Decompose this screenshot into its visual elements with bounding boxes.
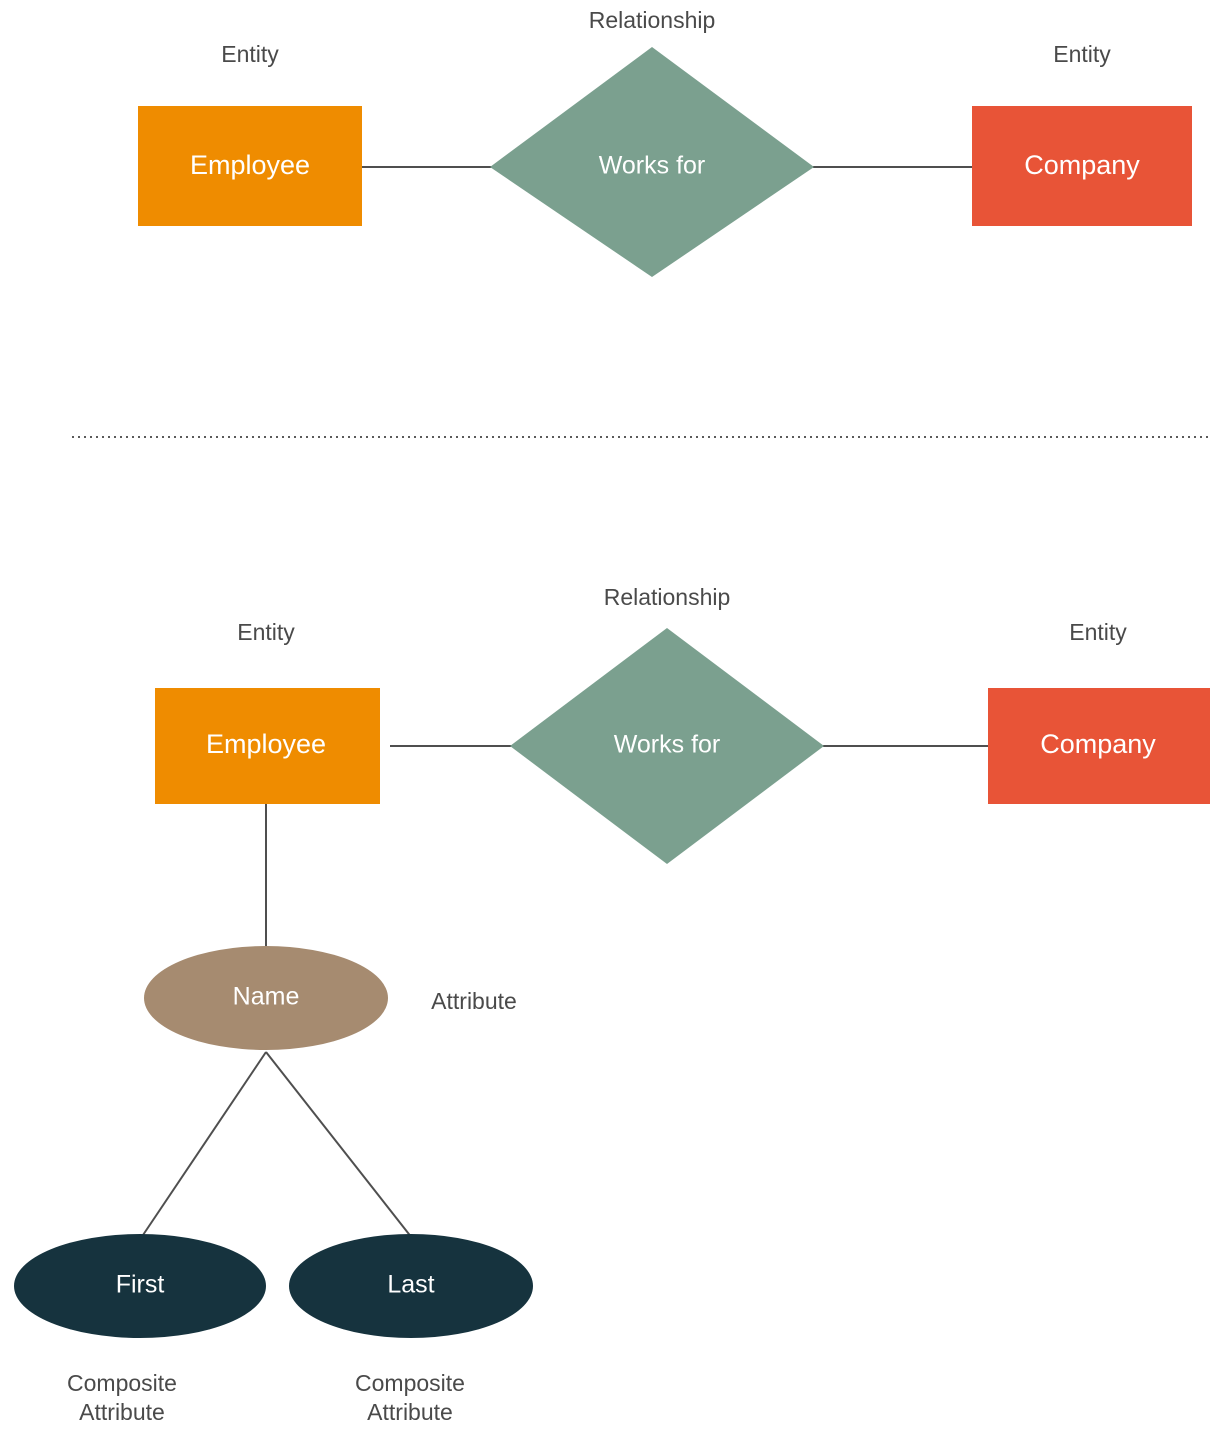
caption-relationship-top: Relationship — [589, 7, 716, 33]
entity-employee-top[interactable] — [138, 106, 362, 226]
entity-employee-bottom[interactable] — [155, 688, 380, 804]
caption-attribute: Attribute — [431, 988, 517, 1014]
entity-company-bottom[interactable] — [988, 688, 1210, 804]
caption-composite-attribute-first-line1: Composite — [67, 1370, 177, 1396]
caption-entity-employee-top: Entity — [221, 41, 279, 67]
relationship-works-for-top-label: Works for — [599, 152, 706, 180]
relationship-works-for-top[interactable] — [490, 47, 814, 277]
caption-relationship-bottom: Relationship — [604, 584, 731, 610]
bottom-diagram-group: Entity Relationship Entity Attribute Com… — [14, 584, 1210, 1425]
composite-attribute-first-label: First — [116, 1271, 165, 1299]
caption-composite-attribute-last-line2: Attribute — [367, 1399, 453, 1425]
caption-composite-attribute-first-line2: Attribute — [79, 1399, 165, 1425]
composite-attribute-last-label: Last — [387, 1271, 434, 1299]
connector-name-to-first — [140, 1051, 267, 1239]
attribute-name-label: Name — [233, 983, 300, 1011]
connector-name-to-last — [265, 1051, 413, 1239]
composite-attribute-first-ellipse[interactable] — [14, 1234, 266, 1338]
caption-composite-attribute-last-line1: Composite — [355, 1370, 465, 1396]
relationship-works-for-bottom-label: Works for — [614, 731, 721, 759]
entity-company-top-label: Company — [1024, 150, 1140, 180]
caption-entity-company-bottom: Entity — [1069, 619, 1127, 645]
entity-company-bottom-label: Company — [1040, 729, 1156, 759]
attribute-name-ellipse[interactable] — [144, 946, 388, 1050]
entity-company-top[interactable] — [972, 106, 1192, 226]
caption-entity-employee-bottom: Entity — [237, 619, 295, 645]
relationship-works-for-bottom[interactable] — [510, 628, 824, 864]
composite-attribute-last-ellipse[interactable] — [289, 1234, 533, 1338]
entity-employee-top-label: Employee — [190, 150, 310, 180]
caption-entity-company-top: Entity — [1053, 41, 1111, 67]
top-diagram-group: Entity Relationship Entity Employee Work… — [138, 7, 1192, 277]
entity-employee-bottom-label: Employee — [206, 729, 326, 759]
